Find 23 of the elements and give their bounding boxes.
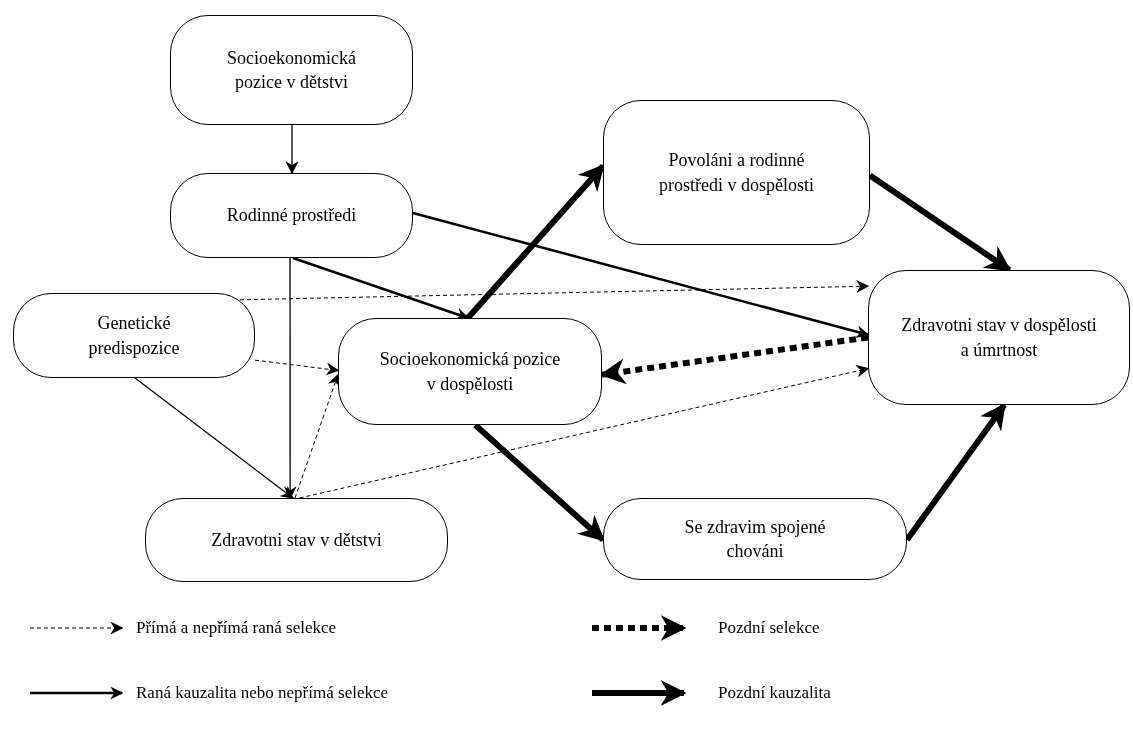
rounded-box (338, 318, 602, 425)
arrow (285, 124, 299, 175)
node-label: Rodinné prostředi (226, 204, 357, 228)
node-label: Socioekonomická pozice v dětstvi (226, 46, 357, 94)
arrow (254, 359, 340, 376)
arrow (412, 211, 870, 339)
arrow (299, 364, 870, 499)
node-label: Socioekonomická pozice v dospělosti (378, 348, 562, 396)
rounded-box (603, 100, 870, 245)
node-label: Zdravotni stav v dětstvi (211, 528, 382, 552)
legend-text: Pozdní selekce (718, 619, 820, 636)
node-label: Genetické predispozice (87, 312, 181, 360)
node-label: Zdravotni stav v dospělosti a úmrtnost (900, 314, 1098, 362)
legend-text: Raná kauzalita nebo nepřímá selekce (136, 684, 389, 701)
rounded-box (170, 15, 413, 125)
node-label: Se zdravim spojené chováni (683, 515, 827, 563)
legend-text: Pozdní kauzalita (718, 684, 831, 701)
rounded-box (13, 293, 255, 378)
legend-text: Přímá a nepřímá raná selekce (136, 619, 337, 636)
rounded-box (868, 270, 1130, 405)
node-label: Povoláni a rodinné prostředi v dospělosti (658, 149, 815, 197)
arrow (134, 377, 294, 499)
arrow (239, 279, 870, 301)
